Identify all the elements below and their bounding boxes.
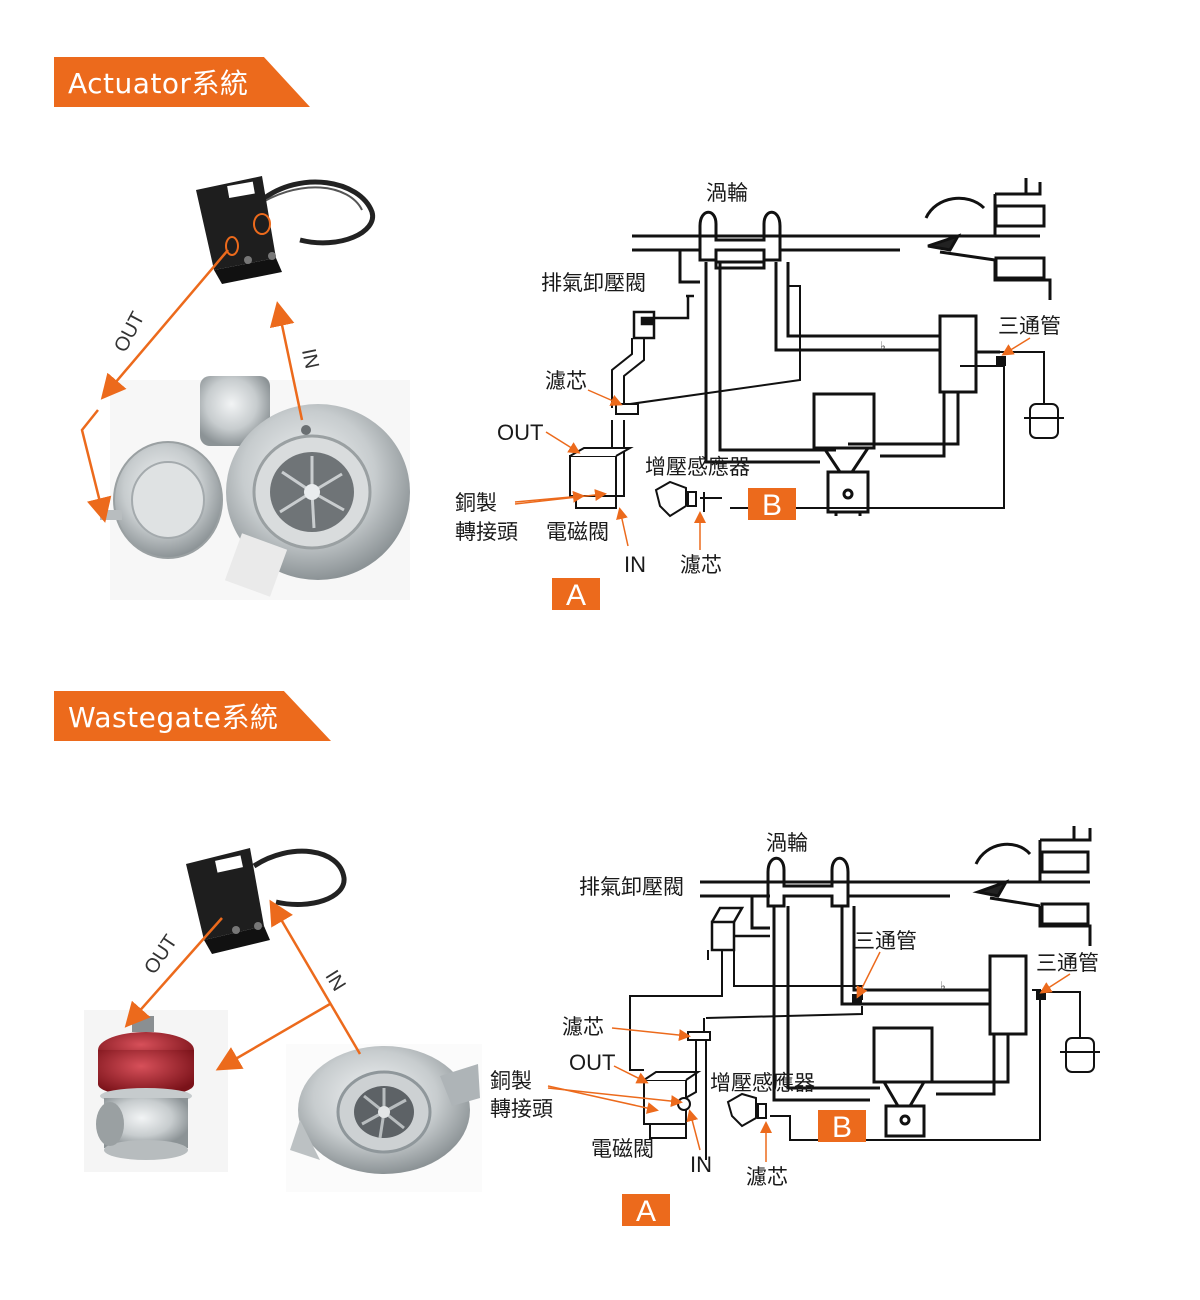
tee-right-icon	[1036, 990, 1046, 1000]
badge-b-text: B	[762, 489, 782, 522]
label-turbine: 渦輪	[706, 181, 748, 205]
label-out-2: OUT	[569, 1050, 615, 1075]
blow-off-valve	[632, 294, 694, 340]
out-arrow-2	[80, 409, 112, 523]
solenoid-valve-schematic	[569, 447, 634, 509]
solenoid-valve-schematic-2	[643, 1071, 702, 1139]
label-in: IN	[624, 552, 646, 577]
label-tee: 三通管	[998, 314, 1061, 338]
boost-sensor-icon	[654, 480, 705, 518]
badge-a-2	[622, 1194, 670, 1226]
label-filter-bottom-2: 濾芯	[746, 1165, 788, 1189]
tee-mid-icon	[852, 994, 862, 1004]
label-bov-2: 排氣卸壓閥	[579, 875, 684, 899]
section-title-actuator: Actuator系統	[54, 57, 310, 107]
garrett-turbo-photo	[286, 1044, 482, 1192]
wastegate-system-diagram: ♭ 渦輪 排氣卸壓閥 三通管 三通管 濾芯 OUT 銅製 轉接頭 電磁閥 IN …	[490, 826, 1100, 1228]
label-out: OUT	[497, 420, 543, 445]
badge-a-2-text: A	[636, 1195, 656, 1228]
label-copper-2: 轉接頭	[455, 520, 518, 544]
out-arrow-wg	[124, 917, 223, 1028]
label-filter-bottom: 濾芯	[680, 553, 722, 577]
in-arrow	[269, 301, 304, 421]
label-turbine-2: 渦輪	[766, 831, 808, 855]
label-copper-2b: 轉接頭	[490, 1097, 553, 1121]
actuator-photo-group: OUT IN	[80, 176, 410, 600]
out-arrow-1	[100, 249, 229, 400]
badge-a	[552, 578, 600, 610]
wastegate-photo-group: OUT IN	[84, 848, 482, 1192]
badge-b	[748, 488, 796, 520]
in-arrow-wg-2	[215, 1002, 331, 1071]
badge-a-text: A	[566, 579, 586, 612]
label-solenoid-2: 電磁閥	[591, 1137, 654, 1161]
filter-top-icon	[615, 403, 639, 415]
engine-block	[812, 392, 876, 516]
turbo-housing	[698, 210, 782, 270]
filter-top-icon-2	[687, 1031, 711, 1041]
in-arrow-wg	[269, 899, 362, 1055]
label-tee-mid: 三通管	[854, 929, 917, 953]
boost-sensor-bulb-2	[1060, 1037, 1100, 1073]
label-bov: 排氣卸壓閥	[541, 271, 646, 295]
solenoid-valve-photo	[196, 176, 376, 284]
label-copper-2a: 銅製	[490, 1069, 532, 1093]
turbo-housing-2	[766, 856, 850, 908]
label-solenoid: 電磁閥	[546, 520, 609, 544]
label-boost-sensor-2: 增壓感應器	[710, 1071, 815, 1095]
turbo-with-actuator-photo	[100, 376, 410, 600]
boost-sensor-bulb	[1024, 403, 1064, 439]
label-filter-top: 濾芯	[545, 369, 587, 393]
svg-text:♭: ♭	[880, 339, 886, 353]
label-copper-1: 銅製	[455, 491, 497, 515]
actuator-system-diagram: ♭ 渦輪 排氣卸壓閥 濾芯 OUT 銅製 轉接頭 電磁閥 IN 濾芯 增壓感應器…	[455, 178, 1064, 612]
boost-sensor-icon-2	[726, 1092, 767, 1128]
in-label: IN	[297, 347, 323, 371]
label-boost-sensor: 增壓感應器	[645, 455, 750, 479]
badge-b-2-text: B	[832, 1111, 852, 1144]
label-tee-right: 三通管	[1036, 951, 1099, 975]
badge-b-2	[818, 1110, 866, 1142]
section-title-wastegate: Wastegate系統	[54, 691, 331, 741]
label-in-2: IN	[690, 1152, 712, 1177]
solenoid-valve-photo-2	[186, 848, 347, 954]
label-filter-top-2: 濾芯	[562, 1015, 604, 1039]
in-label-wg: IN	[320, 967, 349, 996]
external-wastegate-photo	[84, 1010, 228, 1172]
engine-block-2	[872, 1026, 934, 1138]
tee-icon	[996, 356, 1006, 366]
svg-text:♭: ♭	[940, 979, 946, 993]
